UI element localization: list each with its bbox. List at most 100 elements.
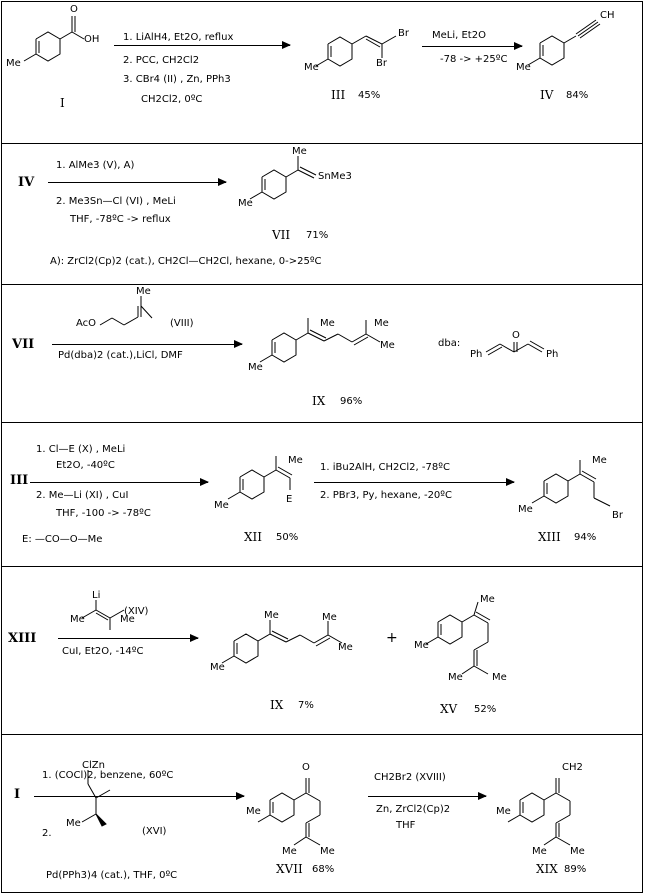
condition-line: 3. CBr4 (II) , Zn, PPh3: [123, 74, 231, 85]
yield-IV: 84%: [566, 90, 589, 101]
reaction-arrow: [114, 41, 291, 49]
methyl-label: Me: [480, 594, 495, 605]
methyl-label: Me: [518, 504, 533, 515]
reaction-arrow: [314, 478, 515, 486]
compound-XIX-label: XIX: [536, 862, 558, 876]
compound-XV-label: XV: [440, 702, 458, 716]
condition-line: 2. PCC, CH2Cl2: [123, 55, 200, 66]
methyl-label: Me: [380, 340, 395, 351]
reaction-arrow: [368, 792, 487, 800]
condition-line: 1. iBu2AlH, CH2Cl2, -78ºC: [320, 462, 450, 473]
start-compound-label: VII: [12, 337, 35, 352]
compound-XIII-label: XIII: [538, 530, 561, 544]
methyl-label: Me: [320, 846, 335, 857]
ester-e-label: E: [286, 494, 293, 505]
e-definition: E: —CO—O—Me: [22, 534, 103, 545]
yield-XII: 50%: [276, 532, 299, 543]
reaction-arrow: [58, 634, 199, 642]
footnote-A: A): ZrCl2(Cp)2 (cat.), CH2Cl—CH2Cl, hexa…: [50, 256, 322, 267]
reagent-label: (XIV): [124, 606, 149, 617]
start-compound-label: III: [10, 473, 29, 488]
methyl-label: Me: [496, 806, 511, 817]
condition-line: MeLi, Et2O: [432, 30, 486, 41]
methyl-label: Me: [374, 318, 389, 329]
yield-XVII: 68%: [312, 864, 335, 875]
yield-XV: 52%: [474, 704, 497, 715]
yield-IX: 96%: [340, 396, 363, 407]
reagent-label: (VIII): [170, 318, 194, 329]
section-divider: [1, 734, 643, 735]
methyl-label: Me: [304, 62, 319, 73]
condition-line: THF, -100 -> -78ºC: [56, 508, 151, 519]
compound-III-label: III: [331, 88, 346, 102]
ch2-label: CH2: [562, 762, 583, 773]
section-divider: [1, 566, 643, 567]
methyl-label: Me: [322, 612, 337, 623]
br-label: Br: [376, 58, 387, 69]
condition-line: 1. (COCl)2, benzene, 60ºC: [42, 770, 174, 781]
methyl-label: Me: [320, 318, 335, 329]
methyl-label: Me: [66, 818, 81, 829]
compound-VII-label: VII: [272, 228, 291, 242]
condition-line: 1. AlMe3 (V), A): [56, 160, 135, 171]
br-label: Br: [612, 510, 623, 521]
compound-XVII-label: XVII: [276, 862, 303, 876]
section-divider: [1, 143, 643, 144]
compound-IV-label: IV: [540, 88, 554, 102]
condition-line: Pd(dba)2 (cat.),LiCl, DMF: [58, 350, 183, 361]
reaction-arrow: [52, 340, 243, 348]
condition-line: 2.: [42, 828, 52, 839]
methyl-label: Me: [448, 672, 463, 683]
section-divider: [1, 284, 643, 285]
compound-XII-label: XII: [244, 530, 263, 544]
condition-line: CH2Cl2, 0ºC: [141, 94, 203, 105]
methyl-label: Me: [570, 846, 585, 857]
condition-line: THF: [396, 820, 416, 831]
condition-line: 2. PBr3, Py, hexane, -20ºC: [320, 490, 452, 501]
yield-IX: 7%: [298, 700, 314, 711]
methyl-label: Me: [136, 286, 151, 297]
methyl-label: Me: [338, 642, 353, 653]
methyl-label: Me: [248, 362, 263, 373]
methyl-label: Me: [282, 846, 297, 857]
methyl-label: Me: [592, 455, 607, 466]
reaction-arrow: [30, 478, 209, 486]
yield-III: 45%: [358, 90, 381, 101]
methyl-label: Me: [264, 610, 279, 621]
condition-line: Zn, ZrCl2(Cp)2: [376, 804, 451, 815]
br-label: Br: [398, 28, 409, 39]
reaction-arrow: [48, 178, 227, 186]
snme3-label: SnMe3: [318, 171, 352, 182]
methyl-label: Me: [70, 614, 85, 625]
methyl-label: Me: [292, 146, 307, 157]
methyl-label: Me: [210, 662, 225, 673]
ch-label: CH: [600, 10, 615, 21]
acetate-label: AcO: [76, 318, 97, 329]
clzn-label: ClZn: [82, 760, 105, 771]
condition-line: CuI, Et2O, -14ºC: [62, 646, 144, 657]
methyl-label: Me: [414, 640, 429, 651]
dba-label: dba:: [438, 338, 461, 349]
phenyl-label: Ph: [470, 349, 483, 360]
condition-line: CH2Br2 (XVIII): [374, 772, 446, 783]
condition-line: THF, -78ºC -> reflux: [70, 214, 171, 225]
methyl-label: Me: [214, 500, 229, 511]
carbonyl-o-label: O: [70, 4, 78, 15]
start-compound-label: IV: [18, 175, 35, 190]
reaction-arrow: [422, 42, 523, 50]
oh-label: OH: [84, 34, 100, 45]
methyl-label: Me: [246, 806, 261, 817]
ketone-o-label: O: [512, 330, 520, 341]
condition-line: 1. LiAlH4, Et2O, reflux: [123, 32, 234, 43]
condition-line: Pd(PPh3)4 (cat.), THF, 0ºC: [46, 870, 178, 881]
methyl-label: Me: [532, 846, 547, 857]
methyl-label: Me: [288, 455, 303, 466]
condition-line: -78 -> +25ºC: [440, 54, 508, 65]
condition-line: 2. Me—Li (XI) , CuI: [36, 490, 129, 501]
compound-IX-label: IX: [312, 394, 326, 408]
lithium-label: Li: [92, 590, 101, 601]
section-divider: [1, 422, 643, 423]
methyl-label: Me: [238, 198, 253, 209]
